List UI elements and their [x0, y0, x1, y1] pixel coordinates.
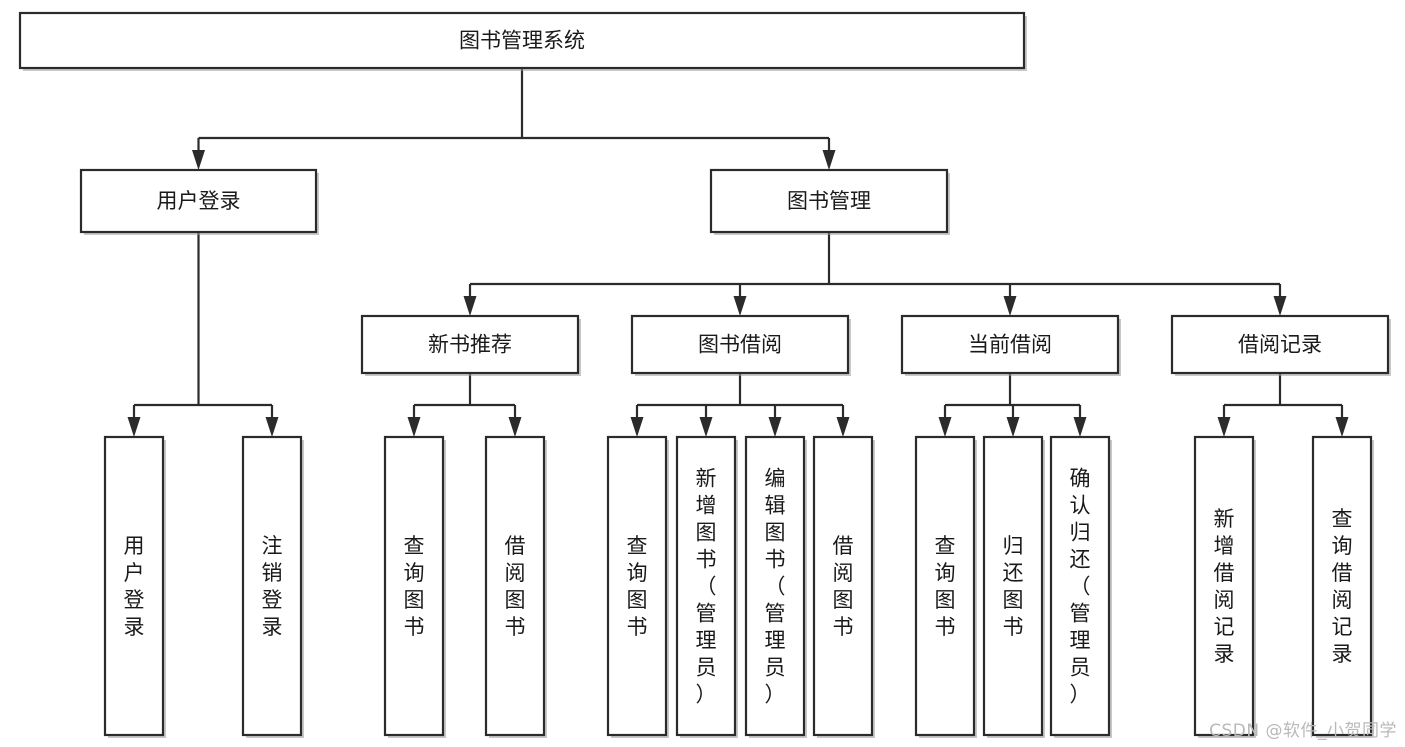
node-label: 用户登录	[124, 534, 145, 639]
node-label: 用户登录	[157, 189, 241, 213]
node-label: 新增借阅记录	[1214, 507, 1235, 666]
node-leaf-borrow-book-2[interactable]: 借阅图书	[812, 435, 875, 738]
node-box[interactable]	[1193, 435, 1255, 737]
node-box[interactable]	[630, 314, 850, 375]
node-box[interactable]	[1049, 435, 1111, 737]
node-book-manage[interactable]: 图书管理	[709, 168, 950, 235]
node-leaf-return-book[interactable]: 归还图书	[982, 435, 1045, 738]
node-leaf-query-book-2[interactable]: 查询图书	[606, 435, 669, 738]
node-layer: 图书管理系统用户登录图书管理新书推荐图书借阅当前借阅借阅记录用户登录注销登录查询…	[18, 11, 1391, 738]
node-root[interactable]: 图书管理系统	[18, 11, 1027, 71]
node-label: 当前借阅	[968, 333, 1052, 357]
node-box[interactable]	[812, 435, 874, 737]
node-box[interactable]	[103, 435, 165, 737]
node-book-borrow[interactable]: 图书借阅	[630, 314, 851, 376]
node-leaf-query-record[interactable]: 查询借阅记录	[1311, 435, 1374, 738]
node-label: 借阅图书	[833, 534, 854, 639]
node-label: 查询图书	[404, 534, 425, 639]
node-label: 归还图书	[1003, 534, 1024, 639]
node-leaf-add-record[interactable]: 新增借阅记录	[1193, 435, 1256, 738]
node-box[interactable]	[744, 435, 806, 737]
node-box[interactable]	[1311, 435, 1373, 737]
edge-layer	[127, 68, 1349, 437]
node-leaf-user-login[interactable]: 用户登录	[103, 435, 166, 738]
node-label: 确认归还（管理员）	[1070, 467, 1091, 707]
node-label: 查询图书	[627, 534, 648, 639]
node-box[interactable]	[709, 168, 949, 234]
node-label: 查询借阅记录	[1332, 507, 1353, 666]
node-label: 新书推荐	[428, 333, 512, 357]
node-label: 图书借阅	[698, 333, 782, 357]
node-leaf-add-book[interactable]: 新增图书（管理员）	[675, 435, 738, 738]
node-box[interactable]	[18, 11, 1026, 70]
node-current-borrow[interactable]: 当前借阅	[900, 314, 1121, 376]
node-box[interactable]	[606, 435, 668, 737]
node-box[interactable]	[241, 435, 303, 737]
node-new-book-rec[interactable]: 新书推荐	[360, 314, 581, 376]
node-box[interactable]	[79, 168, 318, 234]
node-label: 图书管理	[787, 189, 871, 213]
node-box[interactable]	[383, 435, 445, 737]
node-box[interactable]	[914, 435, 976, 737]
node-label: 图书管理系统	[459, 29, 585, 53]
node-label: 编辑图书（管理员）	[765, 467, 786, 707]
node-box[interactable]	[900, 314, 1120, 375]
node-label: 查询图书	[935, 534, 956, 639]
node-box[interactable]	[675, 435, 737, 737]
node-label: 新增图书（管理员）	[696, 467, 717, 707]
node-box[interactable]	[982, 435, 1044, 737]
node-leaf-logout[interactable]: 注销登录	[241, 435, 304, 738]
node-label: 注销登录	[262, 534, 283, 639]
node-leaf-confirm-return[interactable]: 确认归还（管理员）	[1049, 435, 1112, 738]
node-box[interactable]	[1170, 314, 1390, 375]
csdn-watermark: CSDN @软件_小贺同学	[1209, 721, 1397, 741]
node-leaf-query-book-1[interactable]: 查询图书	[383, 435, 446, 738]
node-box[interactable]	[484, 435, 546, 737]
node-borrow-record[interactable]: 借阅记录	[1170, 314, 1391, 376]
node-box[interactable]	[360, 314, 580, 375]
node-label: 借阅图书	[505, 534, 526, 639]
node-leaf-query-book-3[interactable]: 查询图书	[914, 435, 977, 738]
node-leaf-edit-book[interactable]: 编辑图书（管理员）	[744, 435, 807, 738]
node-user-login[interactable]: 用户登录	[79, 168, 319, 235]
node-leaf-borrow-book-1[interactable]: 借阅图书	[484, 435, 547, 738]
node-label: 借阅记录	[1238, 333, 1322, 357]
